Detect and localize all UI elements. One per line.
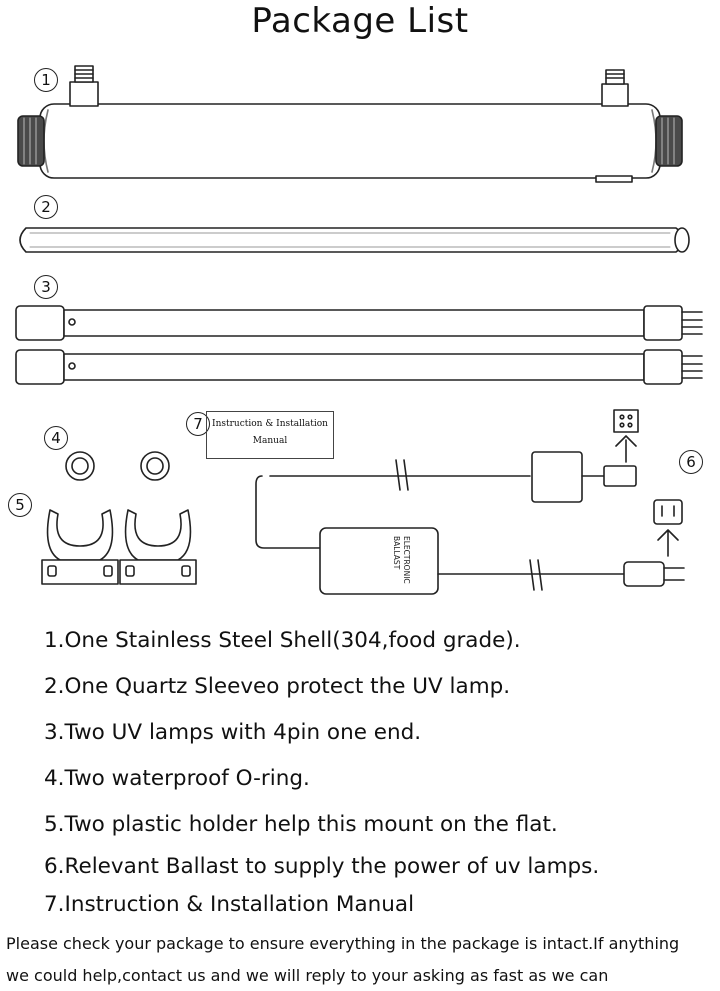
list-item: 2.One Quartz Sleeveo protect the UV lamp…	[44, 674, 511, 699]
list-item: 5.Two plastic holder help this mount on …	[44, 812, 558, 837]
list-item: 7.Instruction & Installation Manual	[44, 892, 415, 917]
ballast-label-line1: ELECTRONIC	[402, 536, 411, 584]
quartz-sleeve-drawing	[19, 227, 690, 253]
list-item: 1.One Stainless Steel Shell(304,food gra…	[44, 628, 521, 653]
package-note-line1: Please check your package to ensure ever…	[6, 934, 680, 953]
package-note-line2: we could help,contact us and we will rep…	[6, 966, 609, 985]
list-item: 6.Relevant Ballast to supply the power o…	[44, 854, 600, 879]
item-number-3: 3	[34, 275, 58, 299]
item-number-6: 6	[679, 450, 703, 474]
item-number-4: 4	[44, 426, 68, 450]
item-number-5: 5	[8, 493, 32, 517]
o-rings-drawing	[65, 451, 170, 481]
uv-lamps-drawing	[15, 305, 703, 385]
manual-card: Instruction & Installation Manual	[206, 411, 334, 459]
ballast-label-line2: BALLAST	[392, 536, 401, 570]
ballast-drawing	[255, 409, 685, 595]
item-number-1: 1	[34, 68, 58, 92]
list-item: 3.Two UV lamps with 4pin one end.	[44, 720, 422, 745]
manual-label: Instruction & Installation Manual	[212, 419, 328, 446]
plastic-holders-drawing	[41, 509, 197, 585]
steel-shell-drawing	[17, 65, 683, 183]
item-number-7: 7	[186, 412, 210, 436]
list-item: 4.Two waterproof O-ring.	[44, 766, 310, 791]
package-illustration: ELECTRONIC BALLAST	[15, 65, 703, 595]
page-title: Package List	[251, 1, 469, 41]
item-number-2: 2	[34, 195, 58, 219]
